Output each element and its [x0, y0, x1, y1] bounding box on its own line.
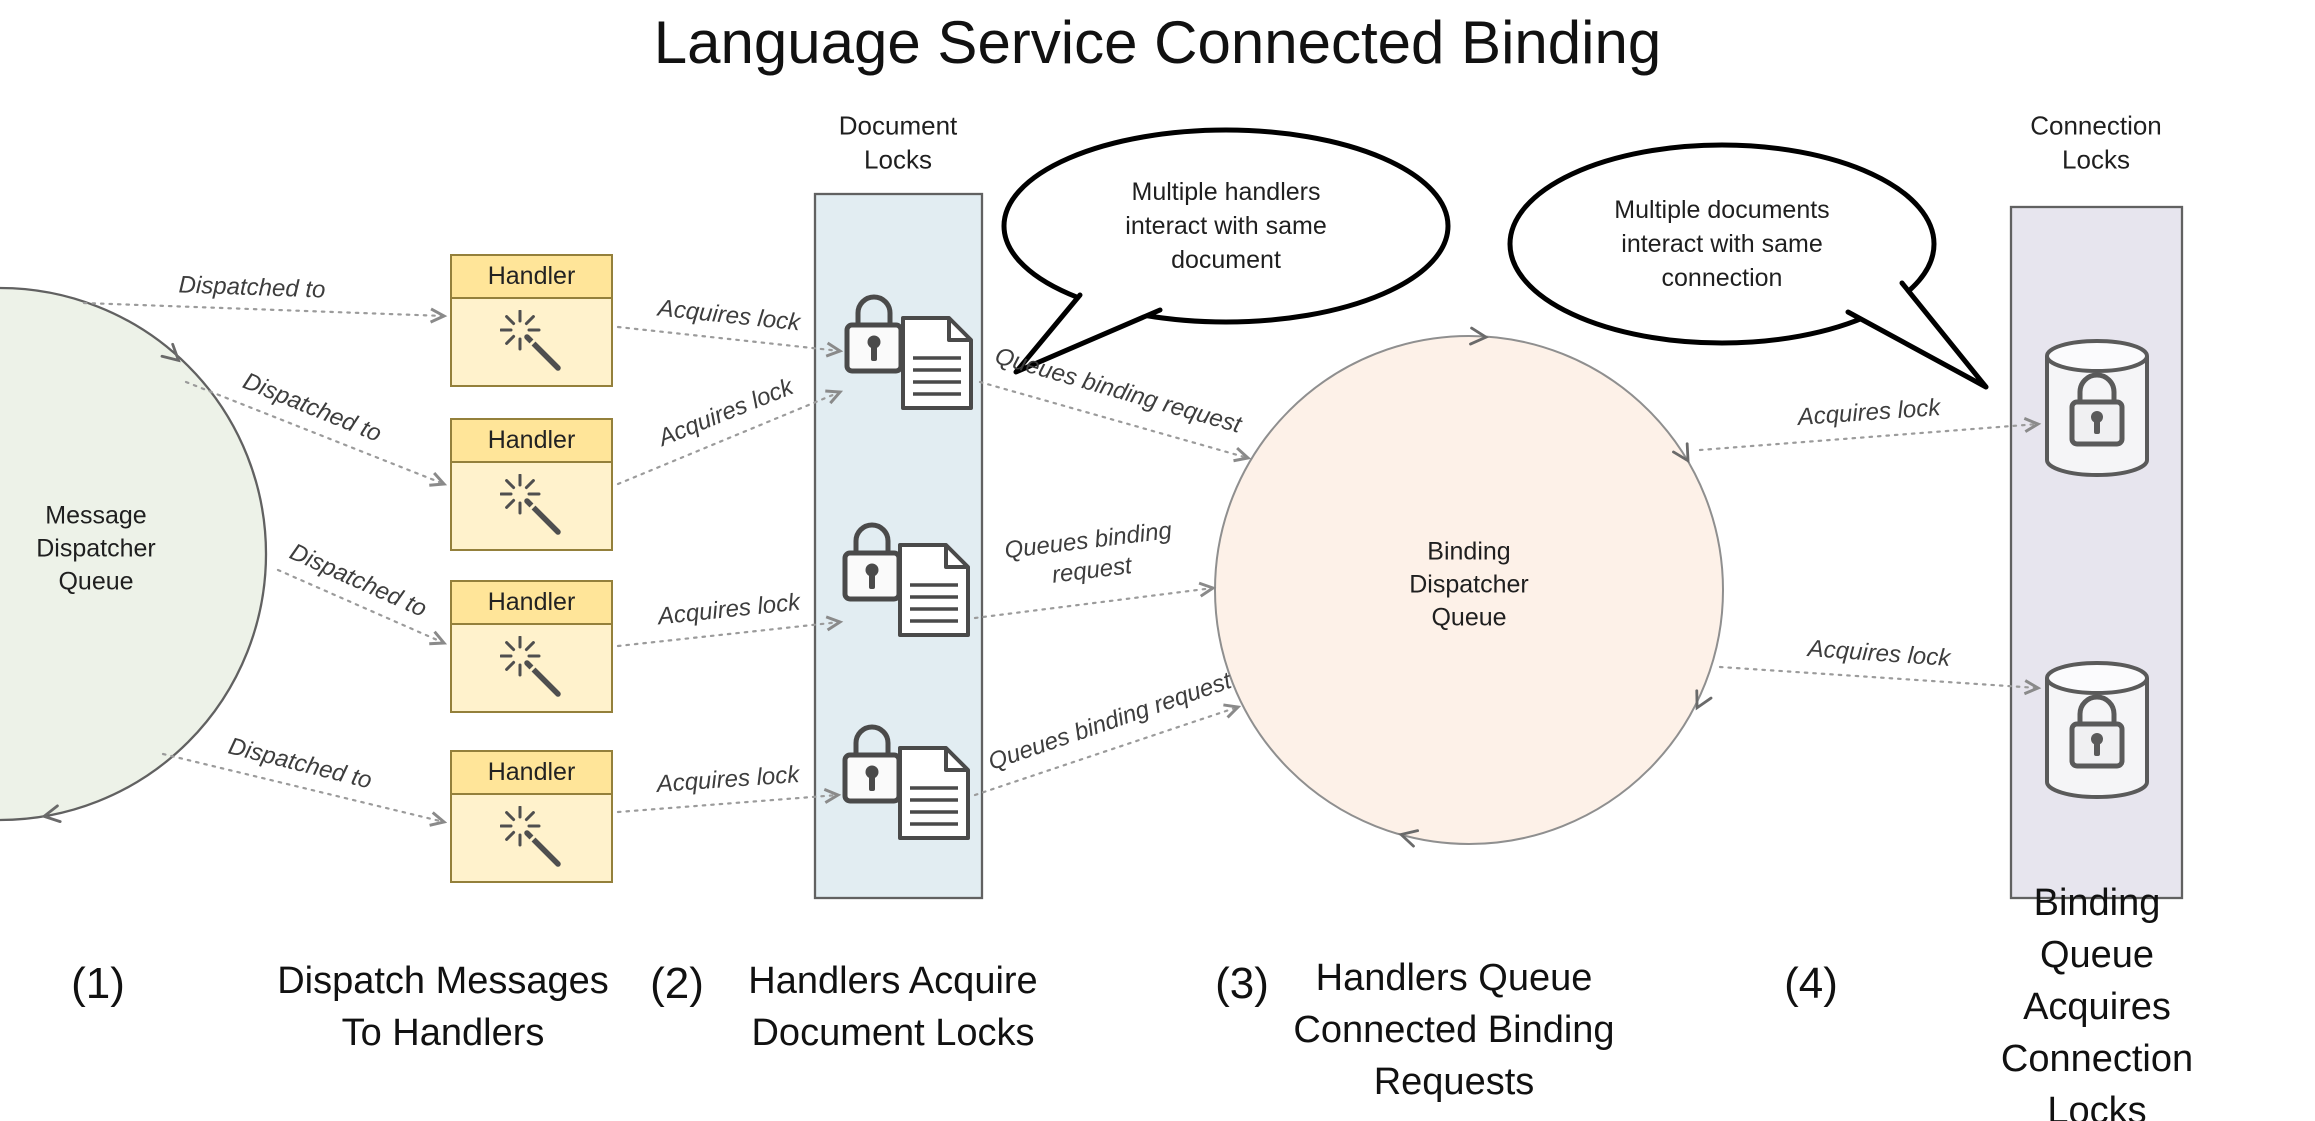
step-3-caption: Handlers Queue Connected Binding Request… — [1293, 957, 1615, 1103]
edge-acquires-lock-conn-2 — [1718, 665, 2042, 696]
edge-acquires-lock-doc-1 — [616, 325, 844, 358]
handler-title: Handler — [452, 582, 611, 625]
step-4-number: (4) — [1784, 959, 1838, 1008]
message-dispatcher-queue-label: Message Dispatcher Queue — [36, 501, 156, 596]
document-icon — [898, 543, 970, 637]
step-2-caption: Handlers Acquire Document Locks — [748, 960, 1038, 1054]
handler-title: Handler — [452, 420, 611, 463]
database-lock-icon — [2047, 663, 2147, 797]
edge-queues-binding-1 — [978, 380, 1252, 463]
diagram-title: Language Service Connected Binding — [653, 9, 1662, 76]
step-4-caption: Binding Queue Acquires Connection Locks — [2000, 882, 2194, 1121]
handler-node-3: Handler — [450, 580, 613, 713]
speech-bubble-documents-text: Multiple documents interact with same co… — [1614, 196, 1830, 292]
edge-acquires-lock-doc-3 — [616, 615, 844, 648]
queue-rotation-arrow-icon — [41, 804, 62, 824]
speech-bubble-handlers — [1001, 127, 1451, 375]
edge-dispatched-to-2 — [184, 380, 448, 487]
speech-bubble-documents — [1507, 142, 1989, 390]
edge-label-dispatched-to: Dispatched to — [178, 271, 326, 304]
queue-rotation-arrow-icon — [1398, 829, 1420, 848]
handler-node-4: Handler — [450, 750, 613, 883]
step-1-number: (1) — [71, 959, 125, 1008]
wand-icon — [499, 474, 561, 535]
binding-dispatcher-queue-label: Binding Dispatcher Queue — [1409, 537, 1529, 632]
wand-icon — [499, 636, 561, 697]
message-dispatcher-queue-node — [0, 286, 268, 822]
wand-icon — [499, 310, 561, 371]
wand-icon — [499, 806, 561, 867]
edge-dispatched-to-1 — [82, 301, 448, 324]
queue-rotation-arrow-icon — [1695, 689, 1713, 711]
edge-acquires-lock-doc-2 — [616, 389, 844, 486]
handler-node-1: Handler — [450, 254, 613, 387]
document-locks-label: Document Locks — [838, 110, 958, 175]
edge-dispatched-to-4 — [161, 752, 448, 827]
handler-node-2: Handler — [450, 418, 613, 551]
edge-acquires-lock-doc-4 — [616, 788, 842, 814]
queue-rotation-arrow-icon — [160, 342, 181, 363]
handler-title: Handler — [452, 752, 611, 795]
document-icon — [901, 316, 973, 410]
step-1-caption: Dispatch Messages To Handlers — [277, 960, 609, 1054]
queue-rotation-arrow-icon — [1672, 442, 1690, 464]
connection-locks-label: Connection Locks — [2030, 110, 2162, 175]
step-2-number: (2) — [650, 959, 704, 1008]
queue-rotation-arrow-icon — [1469, 326, 1489, 346]
edge-acquires-lock-conn-1 — [1698, 417, 2042, 452]
handler-title: Handler — [452, 256, 611, 299]
edge-queues-binding-2 — [973, 581, 1217, 620]
speech-bubble-handlers-text: Multiple handlers interact with same doc… — [1125, 178, 1327, 274]
document-icon — [898, 746, 970, 840]
edge-queues-binding-3 — [973, 703, 1242, 797]
database-lock-icon — [2047, 341, 2147, 475]
step-3-number: (3) — [1215, 959, 1269, 1008]
